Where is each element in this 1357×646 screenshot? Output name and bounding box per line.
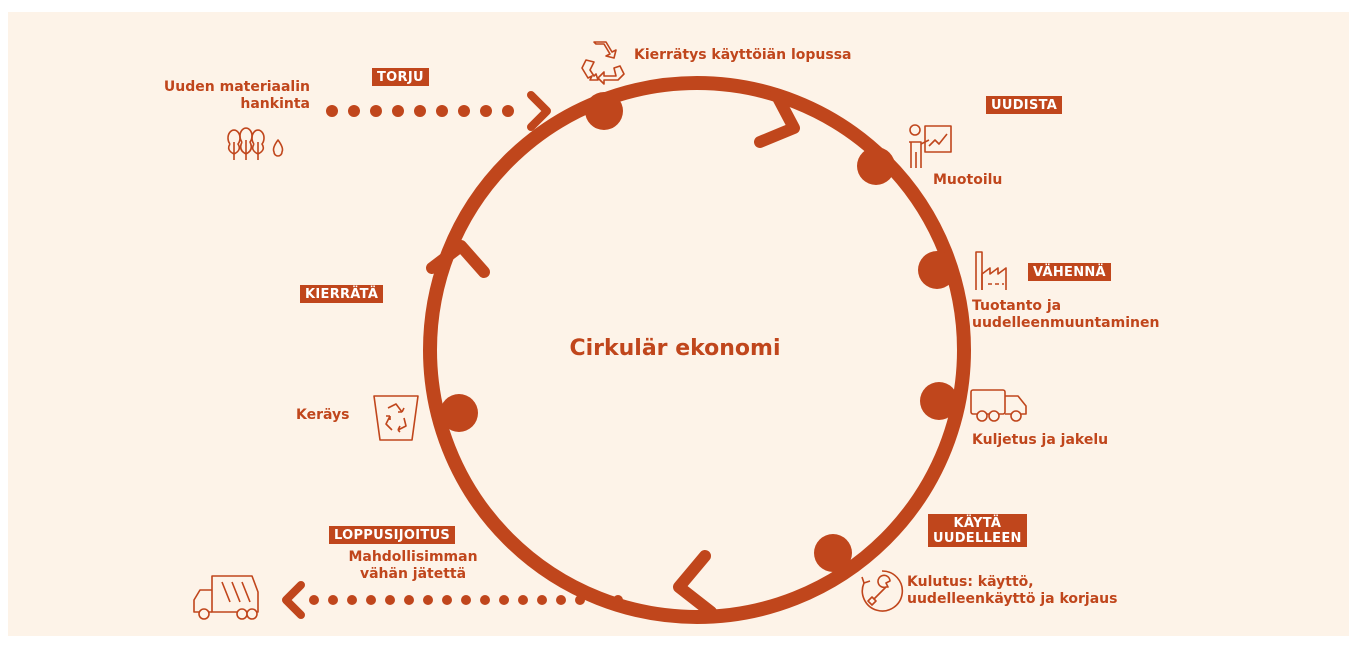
label-design: Muotoilu <box>933 172 1003 188</box>
arrow-head-top-right <box>754 88 800 148</box>
inflow-dotted-line <box>326 105 514 117</box>
cycle-graphic <box>193 41 1027 624</box>
repair-icon <box>861 570 904 612</box>
recycle-icon <box>581 41 625 85</box>
tag-torju: TORJU <box>372 68 429 86</box>
tag-kierrata: KIERRÄTÄ <box>300 285 384 303</box>
node-consumption <box>814 534 852 572</box>
label-collection: Keräys <box>296 407 350 423</box>
tag-loppusijoitus: LOPPUSIJOITUS <box>329 526 456 544</box>
diagram-canvas: Cirkulär ekonomi Kierrätys käyttöiän lop… <box>8 12 1349 636</box>
outflow-arrow-head <box>282 581 305 619</box>
label-outflow: Mahdollisimman vähän jätettä <box>348 549 478 582</box>
label-consumption: Kulutus: käyttö, uudelleenkäyttö ja korj… <box>907 574 1118 607</box>
label-production: Tuotanto ja uudelleenmuuntaminen <box>972 298 1160 331</box>
node-transport <box>920 382 958 420</box>
label-recycling-end: Kierrätys käyttöiän lopussa <box>634 47 852 63</box>
label-inflow: Uuden materiaalin hankinta <box>163 79 310 112</box>
tag-vahenna: VÄHENNÄ <box>1028 263 1111 281</box>
factory-icon <box>975 251 1007 290</box>
node-collection <box>440 394 478 432</box>
cycle-ring <box>423 76 971 624</box>
node-production <box>918 251 956 289</box>
trees-water-icon <box>227 127 284 160</box>
truck-icon <box>970 389 1027 422</box>
node-design <box>857 147 895 185</box>
garbage-truck-icon <box>193 575 259 620</box>
diagram-title: Cirkulär ekonomi <box>569 336 781 361</box>
node-recycling-end <box>585 92 623 130</box>
tag-uudista: UUDISTA <box>986 96 1063 114</box>
tag-kayta-uudelleen: KÄYTÄ UUDELLEEN <box>928 514 1027 547</box>
arrow-head-bottom <box>673 550 717 618</box>
outflow-dotted-line <box>309 595 623 605</box>
inflow-arrow-head <box>527 91 551 131</box>
arrow-head-left <box>426 240 490 278</box>
recycle-bin-icon <box>373 395 419 441</box>
presentation-icon <box>909 124 952 168</box>
label-transport: Kuljetus ja jakelu <box>972 432 1109 448</box>
